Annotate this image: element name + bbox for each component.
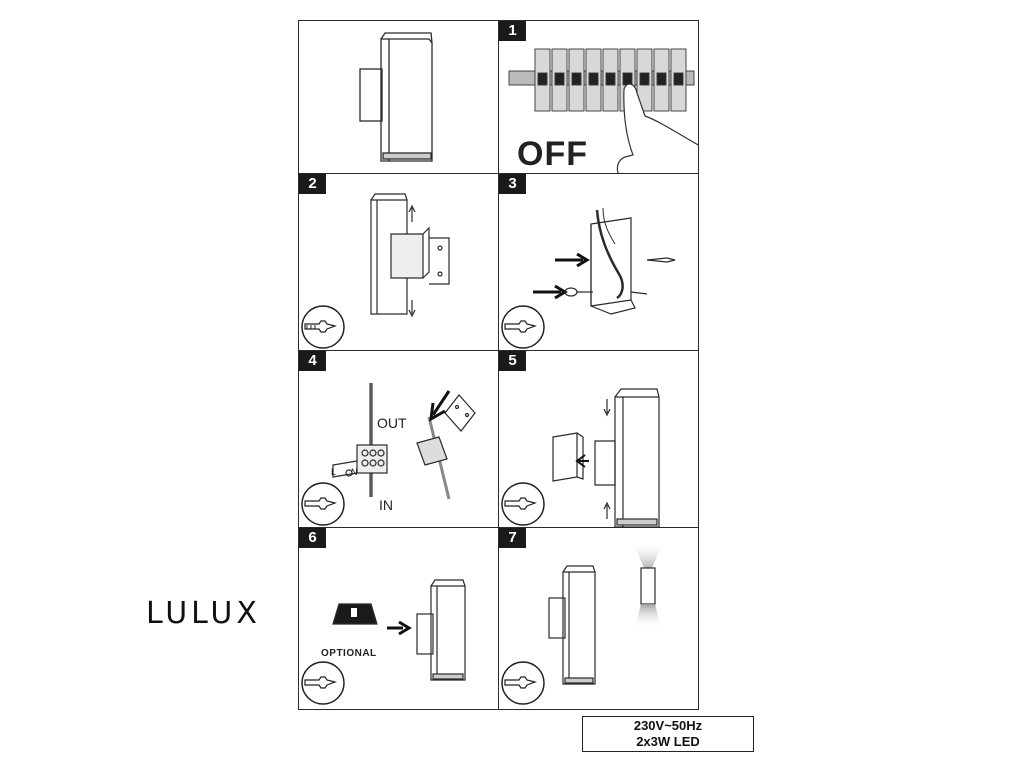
panel-product <box>298 20 499 174</box>
breaker-switch <box>588 72 599 86</box>
out-label: OUT <box>377 415 407 431</box>
in-label: IN <box>379 497 393 513</box>
breaker-switch <box>605 72 616 86</box>
panel-step-4: 4 OUT IN L N <box>298 350 499 528</box>
panel-step-7: 7 <box>498 527 699 710</box>
step-number: 2 <box>299 174 326 194</box>
live-label: L <box>331 467 337 477</box>
wall-lamp-icon <box>359 32 433 162</box>
panel-step-3: 3 <box>498 173 699 351</box>
screwdriver-icon <box>301 661 345 705</box>
breaker-switch <box>554 72 565 86</box>
step-number: 7 <box>499 528 526 548</box>
hand-icon <box>616 83 698 173</box>
step-number: 1 <box>499 21 526 41</box>
panel-step-6: 6 OPTIONAL <box>298 527 499 710</box>
spec-voltage: 230V~50Hz <box>633 718 703 733</box>
screwdriver-icon <box>301 482 345 526</box>
screwdriver-icon <box>301 305 345 349</box>
step-number: 3 <box>499 174 526 194</box>
panel-step-2: 2 <box>298 173 499 351</box>
finished-lamp-diagram <box>548 542 663 685</box>
optional-label: OPTIONAL <box>321 648 377 659</box>
panel-step-1: 1 OFF <box>498 20 699 174</box>
screwdriver-icon <box>501 305 545 349</box>
circuit-breaker-icon <box>508 48 698 173</box>
breaker-switch <box>673 72 684 86</box>
wiring-diagram <box>332 383 476 500</box>
panel-step-5: 5 <box>498 350 699 528</box>
brand-logo: LULUX <box>146 596 261 631</box>
spec-box: 230V~50Hz 2x3W LED <box>582 716 754 752</box>
screwdriver-icon <box>501 661 545 705</box>
breaker-switch <box>656 72 667 86</box>
step-number: 6 <box>299 528 326 548</box>
spec-power: 2x3W LED <box>636 734 700 749</box>
neutral-label: N <box>351 467 358 477</box>
lamp-bracket-removal-diagram <box>370 193 450 318</box>
breaker-switch <box>639 72 650 86</box>
lamp-attach-diagram <box>552 388 660 527</box>
off-label: OFF <box>517 135 588 173</box>
breaker-switch <box>571 72 582 86</box>
breaker-switch <box>537 72 548 86</box>
screwdriver-icon <box>501 482 545 526</box>
wall-mount-diagram <box>533 207 676 315</box>
breaker-switch <box>622 72 633 86</box>
step-number: 4 <box>299 351 326 371</box>
instruction-grid: 1 OFF 2 <box>298 20 699 710</box>
step-number: 5 <box>499 351 526 371</box>
optional-cover-diagram <box>332 579 466 681</box>
